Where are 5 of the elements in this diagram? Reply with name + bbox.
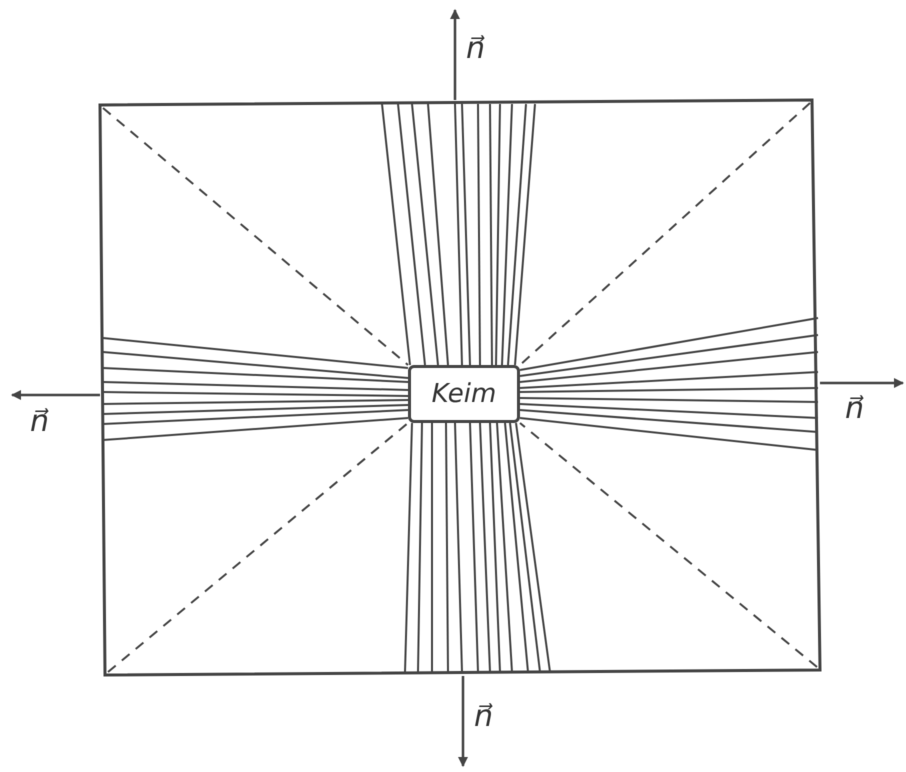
vector-label: n⃗ xyxy=(30,405,50,439)
vector-label: n⃗ xyxy=(466,32,486,66)
vector-label: n⃗ xyxy=(845,392,864,426)
nucleus-box: Keim xyxy=(408,365,520,423)
vector-label: n⃗ xyxy=(474,700,494,734)
